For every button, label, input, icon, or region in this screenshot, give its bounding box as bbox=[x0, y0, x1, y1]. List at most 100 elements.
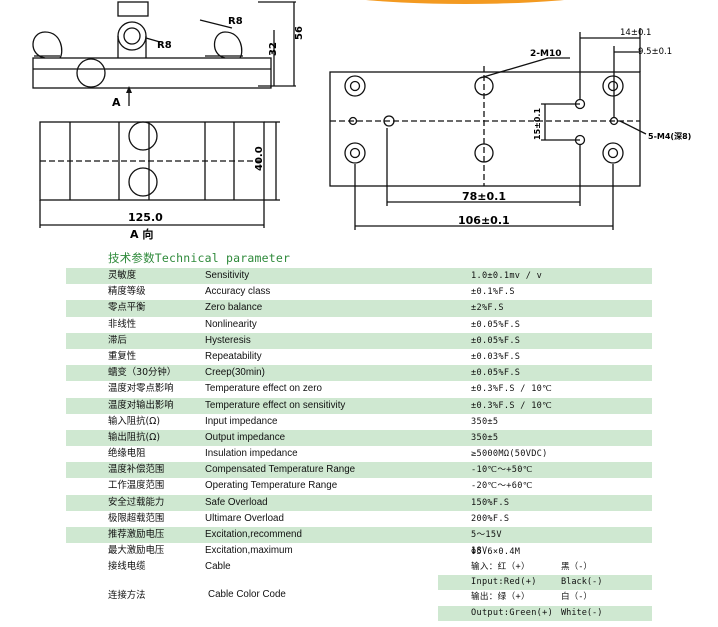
param-en: Ultimare Overload bbox=[205, 512, 284, 524]
cable-en: Cable bbox=[205, 561, 231, 572]
input-en-value: Input:Red(+) bbox=[471, 577, 537, 587]
cable-cn: 接线电缆 bbox=[108, 561, 146, 572]
param-value: ±0.1%F.S bbox=[471, 287, 515, 298]
param-value: 200%F.S bbox=[471, 513, 510, 524]
table-row: 非线性 Nonlinearity ±0.05%F.S bbox=[66, 317, 652, 333]
param-cn: 非线性 bbox=[108, 318, 137, 330]
input-cn-value: 输入：红（+） bbox=[471, 562, 530, 572]
param-cn: 输入阻抗(Ω) bbox=[108, 415, 160, 427]
table-row: 温度对输出影响 Temperature effect on sensitivity… bbox=[66, 397, 652, 414]
param-cn: 最大激励电压 bbox=[108, 545, 165, 557]
a-view-label: A 向 bbox=[130, 227, 153, 241]
input-en-value-2: Black(-) bbox=[561, 577, 603, 587]
dim-40-label: 40.0 bbox=[254, 146, 265, 171]
param-en: Operating Temperature Range bbox=[205, 480, 338, 492]
output-cn-value: 输出：绿（+） bbox=[471, 592, 530, 602]
param-en: Creep(30min) bbox=[205, 367, 265, 379]
param-cn: 输出阻抗(Ω) bbox=[108, 431, 160, 443]
param-cn: 极限超载范围 bbox=[108, 512, 165, 524]
param-value: ±0.05%F.S bbox=[471, 368, 521, 379]
param-value: ±0.05%F.S bbox=[471, 335, 521, 346]
param-cn: 零点平衡 bbox=[108, 302, 146, 314]
param-en: Repeatability bbox=[205, 350, 262, 362]
dim-15-label: 15±0.1 bbox=[533, 108, 542, 140]
param-value: ±0.03%F.S bbox=[471, 351, 521, 362]
r8-top-label: R8 bbox=[228, 16, 243, 27]
r8-mid-label: R8 bbox=[157, 40, 172, 51]
param-value: ±0.05%F.S bbox=[471, 319, 521, 330]
dim-9-5-label: 9.5±0.1 bbox=[638, 47, 672, 57]
cable-value: Φ5.6×0.4M bbox=[471, 547, 521, 557]
dim-32-label: 32 bbox=[268, 42, 279, 56]
cable-section: 接线电缆 Cable Φ5.6×0.4M 输入：红（+） 黑（-） Input:… bbox=[66, 547, 652, 621]
param-en: Output impedance bbox=[205, 431, 286, 443]
plan-view bbox=[39, 121, 280, 228]
param-en: Input impedance bbox=[205, 415, 278, 427]
dim-14-label: 14±0.1 bbox=[620, 28, 651, 38]
param-en: Hysteresis bbox=[205, 334, 251, 346]
param-value: 1.0±0.1mv / v bbox=[471, 271, 543, 281]
param-en: Nonlinearity bbox=[205, 318, 257, 330]
param-cn: 灵敏度 bbox=[108, 270, 137, 281]
param-value: 18V bbox=[471, 546, 488, 557]
top-decorative-arc bbox=[300, 0, 630, 4]
a-arrow-label: A bbox=[112, 96, 121, 109]
m10-label: 2-M10 bbox=[530, 49, 561, 59]
table-row: 重复性 Repeatability ±0.03%F.S bbox=[66, 349, 652, 365]
param-cn: 精度等级 bbox=[108, 286, 146, 298]
param-en: Excitation,maximum bbox=[205, 545, 293, 557]
side-view bbox=[32, 1, 296, 106]
input-en-strip bbox=[438, 574, 652, 590]
param-cn: 工作温度范围 bbox=[108, 480, 165, 492]
param-cn: 蠕变（30分钟） bbox=[108, 367, 177, 379]
table-row: 安全过载能力 Safe Overload 150%F.S bbox=[66, 494, 652, 511]
param-en: Temperature effect on zero bbox=[205, 383, 322, 395]
param-value: -10℃～+50℃ bbox=[471, 465, 533, 476]
output-en-value: Output:Green(+) bbox=[471, 608, 554, 618]
dim-106-label: 106±0.1 bbox=[458, 214, 510, 227]
table-row: 极限超载范围 Ultimare Overload 200%F.S bbox=[66, 511, 652, 527]
table-row: 蠕变（30分钟） Creep(30min) ±0.05%F.S bbox=[66, 365, 652, 382]
table-row: 输入阻抗(Ω) Input impedance 350±5 bbox=[66, 414, 652, 430]
param-en: Insulation impedance bbox=[205, 448, 298, 460]
param-en: Safe Overload bbox=[205, 496, 268, 508]
param-cn: 温度对输出影响 bbox=[108, 399, 174, 411]
table-row: 工作温度范围 Operating Temperature Range -20℃～+6… bbox=[66, 478, 652, 494]
param-value: ≥5000MΩ(50VDC) bbox=[471, 449, 548, 460]
dim-78-label: 78±0.1 bbox=[462, 190, 506, 203]
param-value: ±0.3%F.S / 10℃ bbox=[471, 400, 553, 411]
table-row: 精度等级 Accuracy class ±0.1%F.S bbox=[66, 284, 652, 300]
param-value: -20℃～+60℃ bbox=[471, 481, 533, 492]
param-cn: 滞后 bbox=[108, 334, 127, 346]
param-cn: 安全过载能力 bbox=[108, 496, 165, 508]
m4-label: 5-M4(深8) bbox=[648, 131, 691, 141]
param-en: Accuracy class bbox=[205, 286, 271, 298]
output-en-strip bbox=[438, 605, 652, 621]
table-row: 滞后 Hysteresis ±0.05%F.S bbox=[66, 332, 652, 349]
technical-drawings: R8 R8 32 56 A 40.0 125.0 A 向 bbox=[32, 1, 691, 241]
bottom-view bbox=[329, 28, 647, 230]
param-en: Sensitivity bbox=[205, 270, 250, 281]
param-value: 350±5 bbox=[471, 432, 499, 443]
section-title: 技术参数Technical parameter bbox=[108, 251, 291, 265]
param-en: Temperature effect on sensitivity bbox=[205, 399, 346, 411]
color-code-cn: 连接方法 bbox=[108, 590, 146, 601]
param-value: 5～15V bbox=[471, 530, 502, 540]
dim-56-label: 56 bbox=[294, 26, 305, 40]
param-cn: 重复性 bbox=[108, 350, 137, 362]
dim-125-label: 125.0 bbox=[128, 211, 163, 224]
param-en: Compensated Temperature Range bbox=[205, 464, 356, 476]
param-en: Excitation,recommend bbox=[205, 529, 302, 540]
color-code-en: Cable Color Code bbox=[208, 589, 286, 600]
param-cn: 温度对零点影响 bbox=[108, 383, 174, 395]
param-value: 350±5 bbox=[471, 416, 499, 427]
output-en-value-2: White(-) bbox=[561, 608, 603, 618]
param-value: 150%F.S bbox=[471, 497, 510, 508]
table-row: 灵敏度 Sensitivity 1.0±0.1mv / v bbox=[66, 268, 652, 285]
parameter-table: 灵敏度 Sensitivity 1.0±0.1mv / v 精度等级 Accuracy … bbox=[66, 268, 652, 559]
